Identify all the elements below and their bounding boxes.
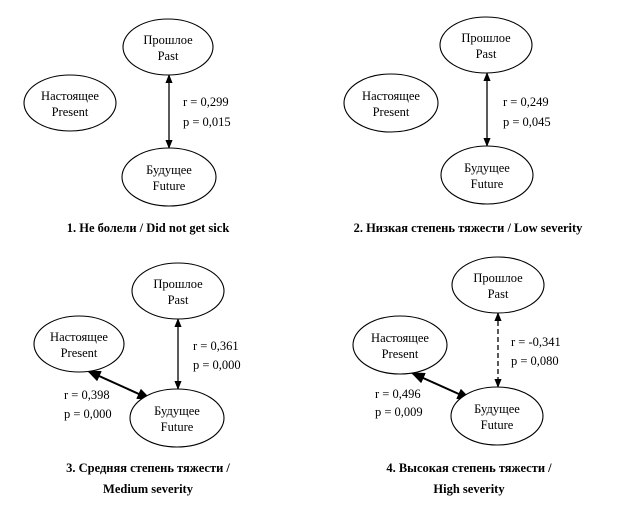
node-past-label-ru: Прошлое (473, 271, 523, 285)
node-present-label-ru: Настоящее (362, 89, 420, 103)
node-past-ellipse (451, 256, 545, 314)
present-future-p: p = 0,000 (64, 407, 112, 421)
past-future-p: p = 0,015 (183, 115, 231, 129)
node-past-label-en: Past (168, 293, 189, 307)
node-future-label-en: Future (161, 420, 194, 434)
node-present-ellipse (33, 315, 125, 373)
node-past-label-ru: Прошлое (143, 33, 193, 47)
present-future-p: p = 0,009 (375, 405, 423, 419)
panel-caption-line-1: 3. Средняя степень тяжести / (66, 461, 230, 475)
node-present-label-ru: Настоящее (41, 89, 99, 103)
panel-1: ПрошлоеPastНастоящееPresentБудущееFuture… (23, 18, 231, 235)
panel-caption-line-2: Medium severity (103, 482, 194, 496)
node-past-label-ru: Прошлое (461, 31, 511, 45)
panel-caption-line-2: High severity (433, 482, 505, 496)
panel-3: ПрошлоеPastНастоящееPresentБудущееFuture… (33, 262, 241, 496)
node-past-label-en: Past (158, 49, 179, 63)
past-future-p: p = 0,045 (503, 115, 551, 129)
edge-present-future (86, 370, 152, 400)
node-future-label-en: Future (471, 177, 504, 191)
past-future-r: r = 0,249 (503, 95, 549, 109)
node-past-label-en: Past (488, 287, 509, 301)
node-present-ellipse (343, 73, 439, 133)
node-present-label-ru: Настоящее (371, 331, 429, 345)
node-future-label-ru: Будущее (146, 163, 192, 177)
node-past-label-ru: Прошлое (153, 277, 203, 291)
past-future-r: r = 0,361 (193, 339, 239, 353)
panel-caption-line-1: 2. Низкая степень тяжести / Low severity (354, 221, 584, 235)
node-present-ellipse (23, 74, 117, 132)
node-future-label-en: Future (481, 418, 514, 432)
panel-4: ПрошлоеPastНастоящееPresentБудущееFuture… (352, 256, 561, 496)
node-future-ellipse (129, 388, 225, 448)
panel-caption-line-1: 4. Высокая степень тяжести / (386, 461, 552, 475)
node-future-label-en: Future (153, 179, 186, 193)
node-present-label-en: Present (61, 346, 98, 360)
edge-present-future (410, 372, 472, 400)
node-future-label-ru: Будущее (464, 161, 510, 175)
past-future-r: r = 0,299 (183, 95, 229, 109)
node-past-label-en: Past (476, 47, 497, 61)
node-future-label-ru: Будущее (154, 404, 200, 418)
node-past-ellipse (131, 262, 225, 320)
past-future-p: p = 0,000 (193, 358, 241, 372)
node-past-ellipse (122, 18, 214, 76)
node-past-ellipse (439, 16, 533, 74)
panel-caption-line-1: 1. Не болели / Did not get sick (67, 221, 230, 235)
past-future-r: r = -0,341 (511, 335, 561, 349)
node-present-label-en: Present (382, 347, 419, 361)
node-future-ellipse (121, 147, 217, 207)
node-present-label-en: Present (52, 105, 89, 119)
node-future-ellipse (440, 145, 534, 205)
node-present-label-en: Present (373, 105, 410, 119)
panel-2: ПрошлоеPastНастоящееPresentБудущееFuture… (343, 16, 584, 235)
node-future-label-ru: Будущее (474, 402, 520, 416)
node-future-ellipse (450, 386, 544, 446)
node-present-label-ru: Настоящее (50, 330, 108, 344)
present-future-r: r = 0,496 (375, 387, 421, 401)
present-future-r: r = 0,398 (64, 388, 110, 402)
past-future-p: p = 0,080 (511, 354, 559, 368)
node-present-ellipse (352, 315, 448, 375)
